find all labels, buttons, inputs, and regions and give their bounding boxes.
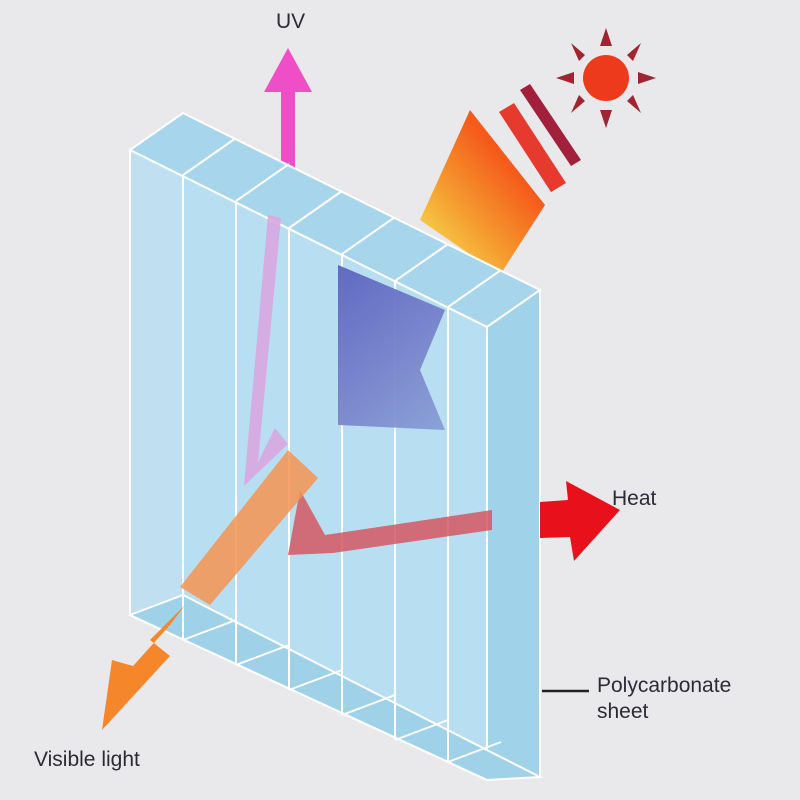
absorbed-light-arrow (338, 265, 445, 430)
sun-rays (556, 28, 656, 128)
uv-reflection-path (244, 215, 288, 486)
uv-label: UV (276, 10, 305, 33)
visible-light-arrow (102, 605, 185, 730)
heat-label: Heat (612, 487, 657, 510)
sunbeam-stripes (499, 84, 581, 192)
uv-arrow (264, 48, 312, 180)
sheet-right-edge (486, 288, 541, 782)
sun-disc (583, 55, 629, 101)
sheet-top-dividers (182, 137, 502, 308)
sheet-label-line2: sheet (597, 700, 649, 723)
visible-light-inner (180, 450, 318, 605)
heat-arrow (540, 481, 620, 561)
heat-ray-inner (288, 490, 492, 555)
sheet-bottom-edge (127, 593, 544, 782)
sun-icon (556, 28, 656, 128)
incoming-sunbeam (420, 110, 545, 275)
sheet-bottom-dividers (182, 619, 502, 763)
sheet-label-line1: Polycarbonate (597, 674, 731, 697)
visible-light-label: Visible light (34, 748, 140, 771)
